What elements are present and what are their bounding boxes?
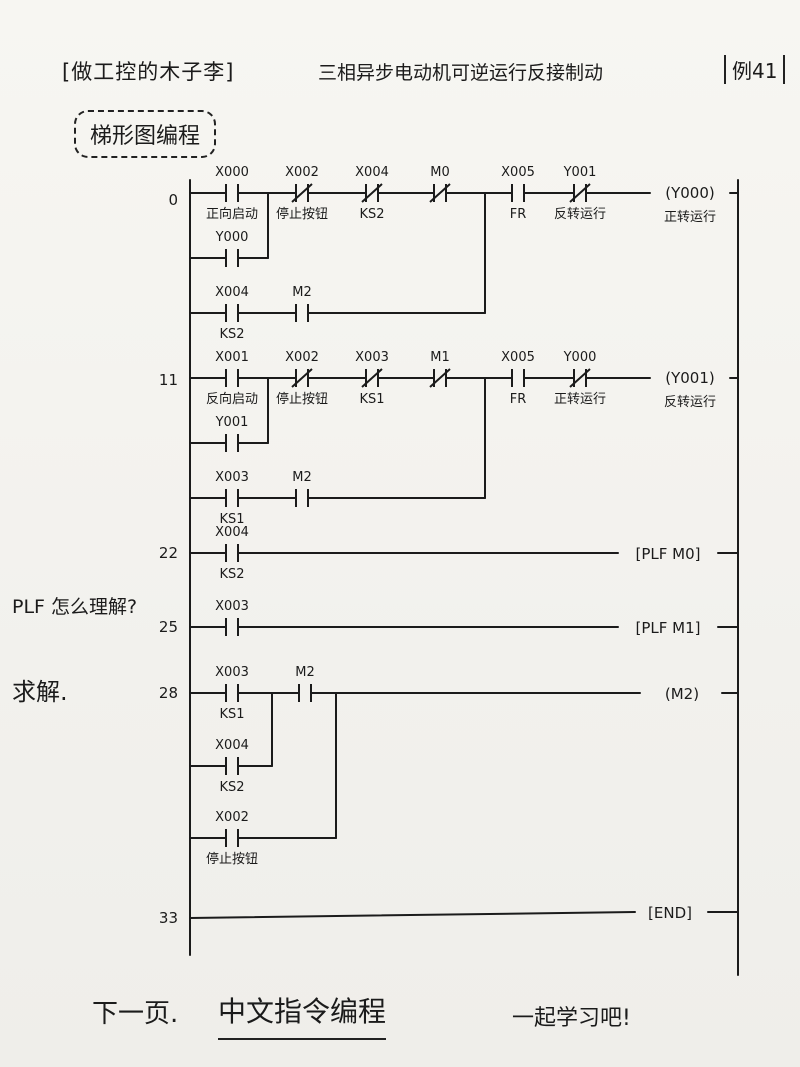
contact-label: KS2 xyxy=(219,327,244,342)
coil-label: 反转运行 xyxy=(664,395,716,410)
contact-nc-slash xyxy=(429,368,451,388)
contact-address: X003 xyxy=(355,350,389,365)
contact-label: 正转运行 xyxy=(554,392,606,407)
step-number: 28 xyxy=(159,684,178,702)
contact-y000: Y000 正转运行 xyxy=(554,350,606,407)
contact-label: KS1 xyxy=(359,392,384,407)
contact-address: X005 xyxy=(501,350,535,365)
contact-address: Y001 xyxy=(215,415,249,430)
contact-label: KS1 xyxy=(219,707,244,722)
contact-address: M1 xyxy=(430,350,450,365)
contact-address: M2 xyxy=(292,285,312,300)
contact-label: 停止按钮 xyxy=(276,206,328,222)
step-number: 11 xyxy=(159,371,178,389)
footer-next-page: 下一页. xyxy=(92,999,179,1029)
coil: (Y000) xyxy=(665,184,715,202)
contact-nc-slash xyxy=(569,368,591,388)
contact-y001: Y001 反转运行 xyxy=(554,165,606,222)
header-title: 三相异步电动机可逆运行反接制动 xyxy=(318,62,604,84)
contact-label: KS2 xyxy=(219,780,244,795)
contact-label: FR xyxy=(510,392,527,407)
contact-label: 反向启动 xyxy=(206,391,258,407)
side-question: PLF 怎么理解? xyxy=(12,596,138,618)
end-instruction: [END] xyxy=(648,904,692,922)
plf-instruction: [PLF M1] xyxy=(636,619,701,637)
contact-x002: X002 停止按钮 xyxy=(276,165,328,222)
contact-label: KS2 xyxy=(219,567,244,582)
contact-x000: X000 正向启动 xyxy=(206,165,258,222)
header-bracket-title: [做工控的木子李] xyxy=(62,60,235,84)
contact-address: X004 xyxy=(215,738,249,753)
contact-address: Y000 xyxy=(563,350,597,365)
footer-cheer: 一起学习吧! xyxy=(512,1006,631,1031)
contact-address: X003 xyxy=(215,470,249,485)
contact-x002: X002 停止按钮 xyxy=(206,810,258,867)
contact-address: M0 xyxy=(430,165,450,180)
contact-x003: X003 xyxy=(215,599,249,636)
contact-address: M2 xyxy=(295,665,315,680)
contact-label: 停止按钮 xyxy=(276,391,328,407)
contact-address: X002 xyxy=(285,350,319,365)
contact-m1: M1 xyxy=(429,350,451,388)
contact-address: X004 xyxy=(215,285,249,300)
contact-label: 正向启动 xyxy=(206,206,258,222)
contact-address: X003 xyxy=(215,665,249,680)
contact-address: X000 xyxy=(215,165,249,180)
contact-m0: M0 xyxy=(429,165,451,203)
contact-nc-slash xyxy=(569,183,591,203)
contact-address: Y000 xyxy=(215,230,249,245)
contact-address: X001 xyxy=(215,350,249,365)
coil: (M2) xyxy=(665,685,699,703)
example-number: 例41 xyxy=(724,55,786,84)
plf-instruction: [PLF M0] xyxy=(636,545,701,563)
step-number: 25 xyxy=(159,618,178,636)
coil: (Y001) xyxy=(665,369,715,387)
contact-nc-slash xyxy=(291,368,313,388)
coil-label: 正转运行 xyxy=(664,210,716,225)
contact-x001: X001 反向启动 xyxy=(206,350,258,407)
contact-address: X004 xyxy=(355,165,389,180)
rung-wire xyxy=(189,911,636,919)
contact-label: 停止按钮 xyxy=(206,851,258,867)
seal-contact-y000: Y000 xyxy=(215,230,249,267)
contact-address: X004 xyxy=(215,525,249,540)
step-number: 22 xyxy=(159,544,178,562)
contact-nc-slash xyxy=(291,183,313,203)
branch-contact-m2: M2 xyxy=(292,285,312,322)
contact-x002: X002 停止按钮 xyxy=(276,350,328,407)
contact-address: M2 xyxy=(292,470,312,485)
section-heading: 梯形图编程 xyxy=(74,110,217,158)
contact-address: X002 xyxy=(285,165,319,180)
contact-nc-slash xyxy=(361,368,383,388)
side-ask: 求解. xyxy=(12,678,68,706)
contact-label: KS1 xyxy=(219,512,244,527)
series-contact-m2: M2 xyxy=(295,665,315,702)
contact-address: X005 xyxy=(501,165,535,180)
contact-address: X003 xyxy=(215,599,249,614)
contact-label: FR xyxy=(510,207,527,222)
contact-address: X002 xyxy=(215,810,249,825)
contact-label: 反转运行 xyxy=(554,207,606,222)
step-number: 0 xyxy=(168,191,178,209)
contact-address: Y001 xyxy=(563,165,597,180)
seal-contact-y001: Y001 xyxy=(215,415,249,452)
footer-topic: 中文指令编程 xyxy=(218,990,387,1040)
contact-nc-slash xyxy=(361,183,383,203)
branch-contact-m2: M2 xyxy=(292,470,312,507)
step-number: 33 xyxy=(159,909,178,927)
contact-nc-slash xyxy=(429,183,451,203)
contact-label: KS2 xyxy=(359,207,384,222)
